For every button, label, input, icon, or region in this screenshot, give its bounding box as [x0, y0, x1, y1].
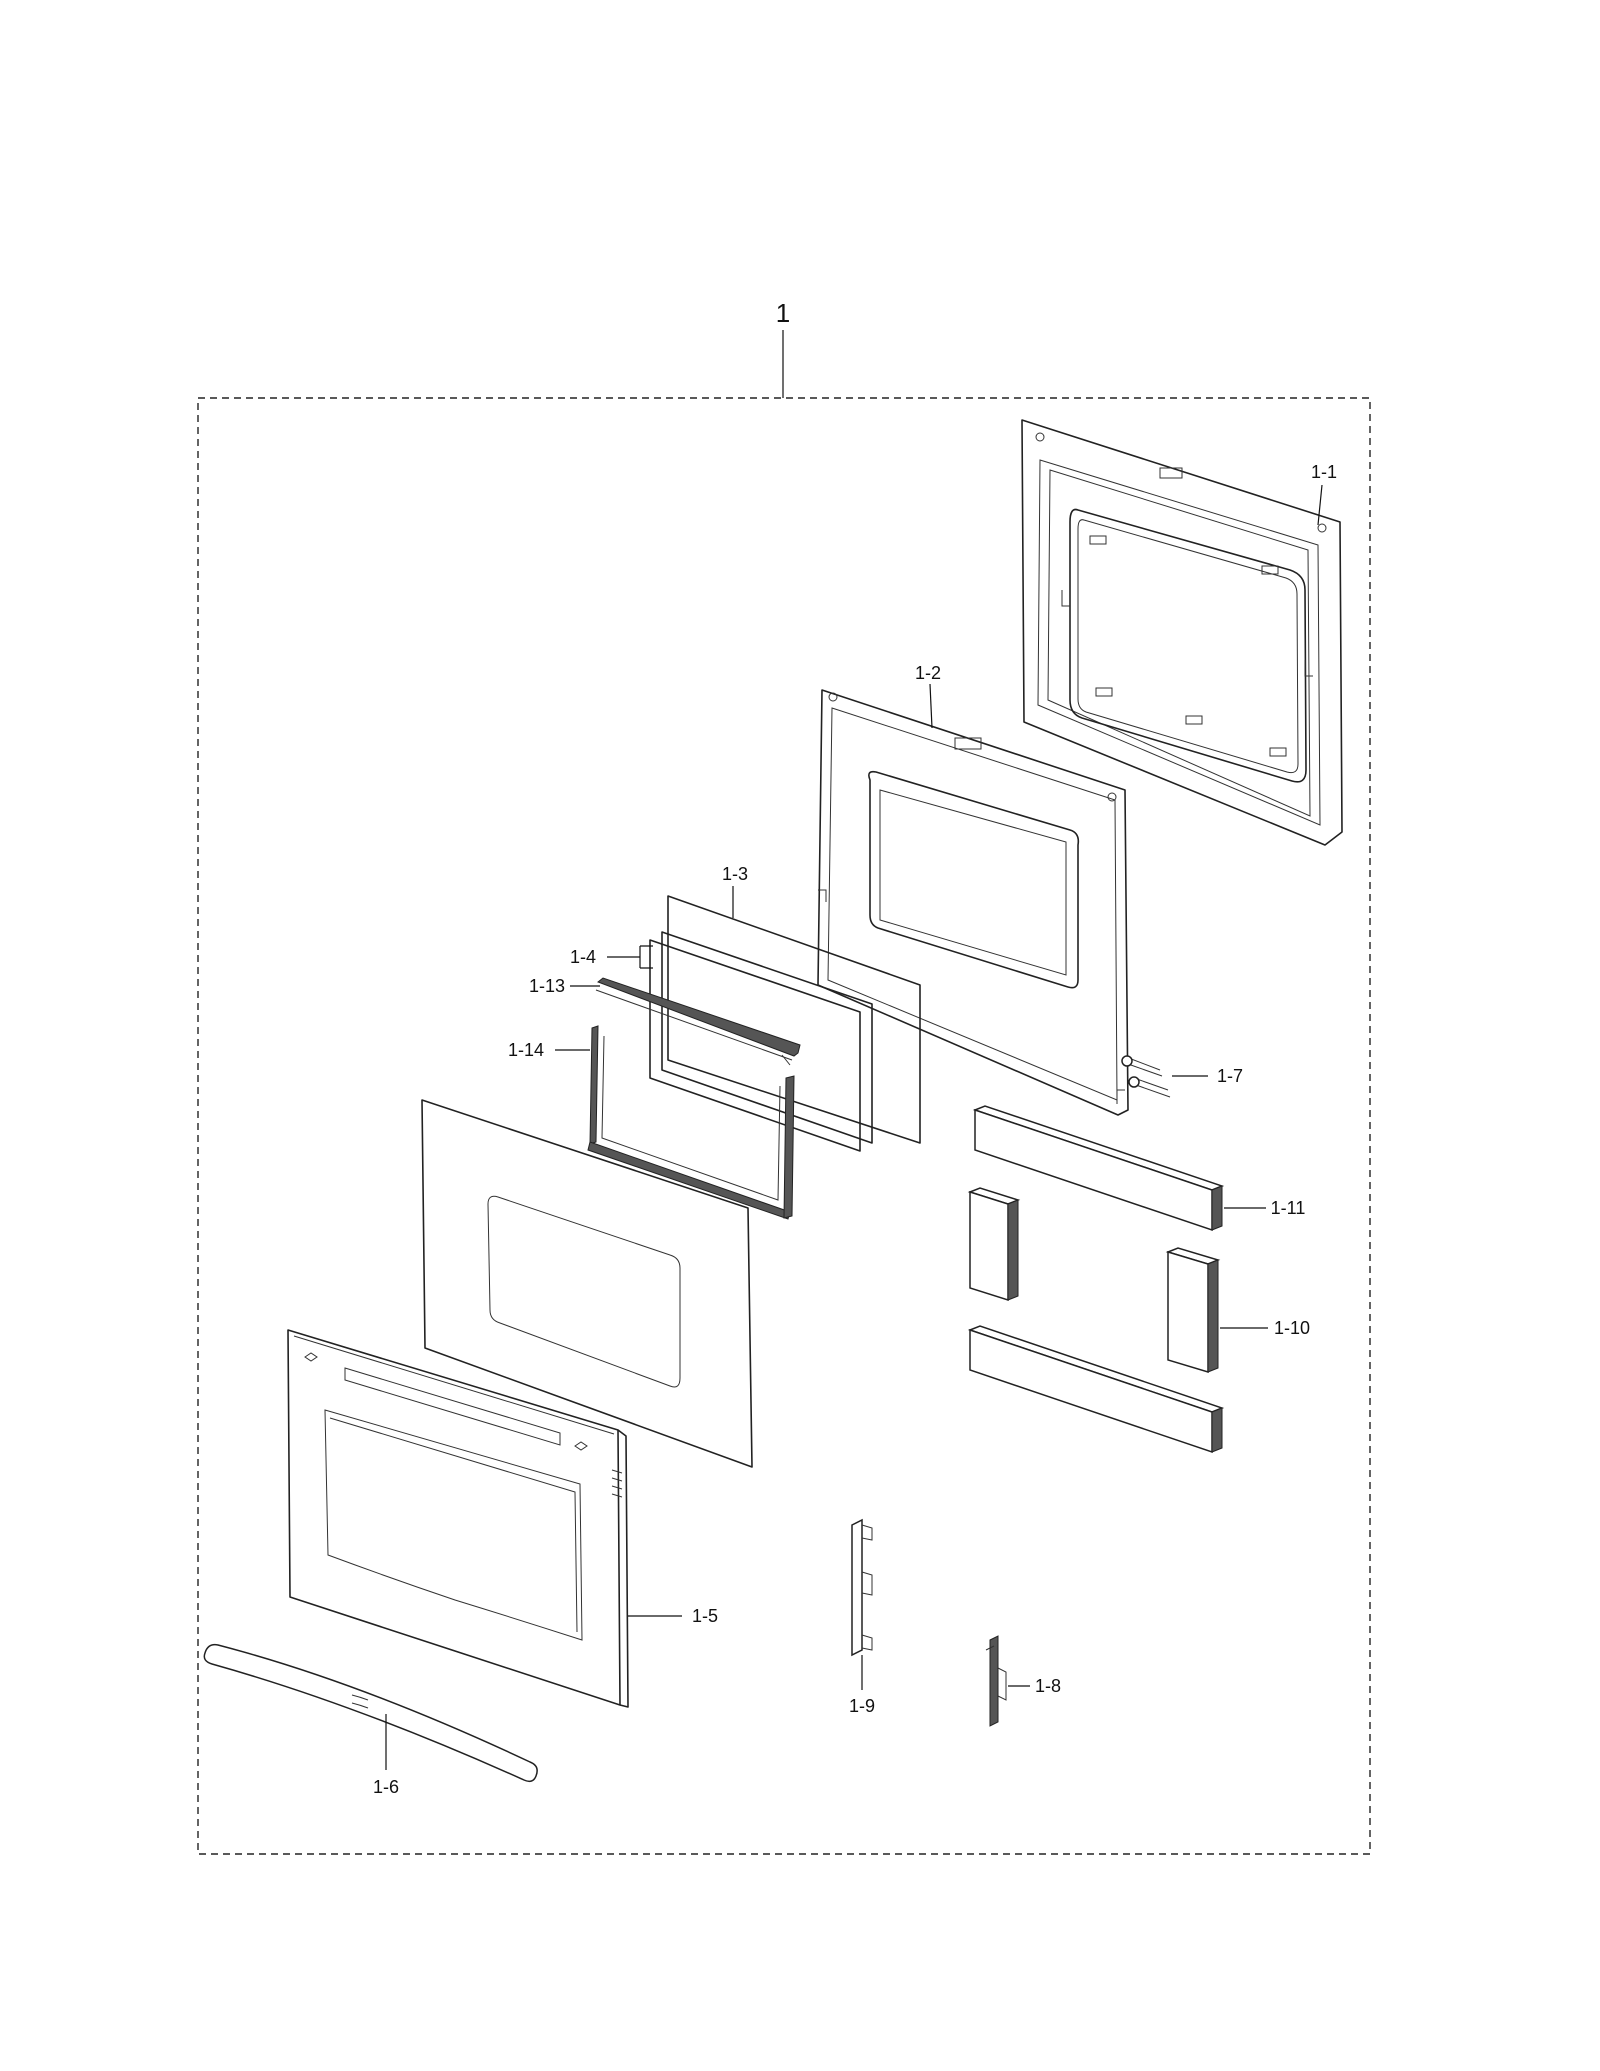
part-top-trim	[595, 977, 801, 1066]
part-1-7-label: 1-7	[1217, 1066, 1243, 1086]
part-outer-door	[287, 1329, 629, 1708]
part-1-14-label: 1-14	[508, 1040, 544, 1060]
part-1-13-label: 1-13	[529, 976, 565, 996]
part-1-5-label: 1-5	[692, 1606, 718, 1626]
part-1-1-leader	[1317, 484, 1323, 526]
part-1-11-label: 1-11	[1271, 1198, 1306, 1218]
part-door-handle	[203, 1643, 538, 1783]
assembly-boundary	[197, 397, 1371, 1855]
part-1-3-label: 1-3	[722, 864, 748, 884]
part-1-1-label: 1-1	[1311, 462, 1337, 482]
part-1-10-label: 1-10	[1274, 1318, 1310, 1338]
part-gasket-frame	[587, 1025, 795, 1220]
part-insulation-long	[967, 1105, 1225, 1454]
part-1-4-label: 1-4	[570, 947, 596, 967]
part-screws	[1121, 1055, 1171, 1098]
part-1-8-label: 1-8	[1035, 1676, 1061, 1696]
part-1-6-label: 1-6	[373, 1777, 399, 1797]
part-door-frame	[817, 689, 1129, 1116]
part-hinge-bracket	[851, 1518, 873, 1657]
part-inner-glass-b	[649, 939, 861, 1152]
part-1-4-leader	[607, 945, 653, 969]
part-1-9-label: 1-9	[849, 1696, 875, 1716]
part-1-2-leader	[929, 683, 933, 729]
part-hinge	[985, 1635, 1007, 1727]
part-1-2-label: 1-2	[915, 663, 941, 683]
part-inner-glass-a	[661, 931, 873, 1144]
part-insulation-short	[967, 1187, 1221, 1374]
part-outer-glass	[421, 1099, 753, 1468]
part-inner-liner	[1021, 419, 1343, 846]
assembly-label: 1	[776, 298, 790, 328]
